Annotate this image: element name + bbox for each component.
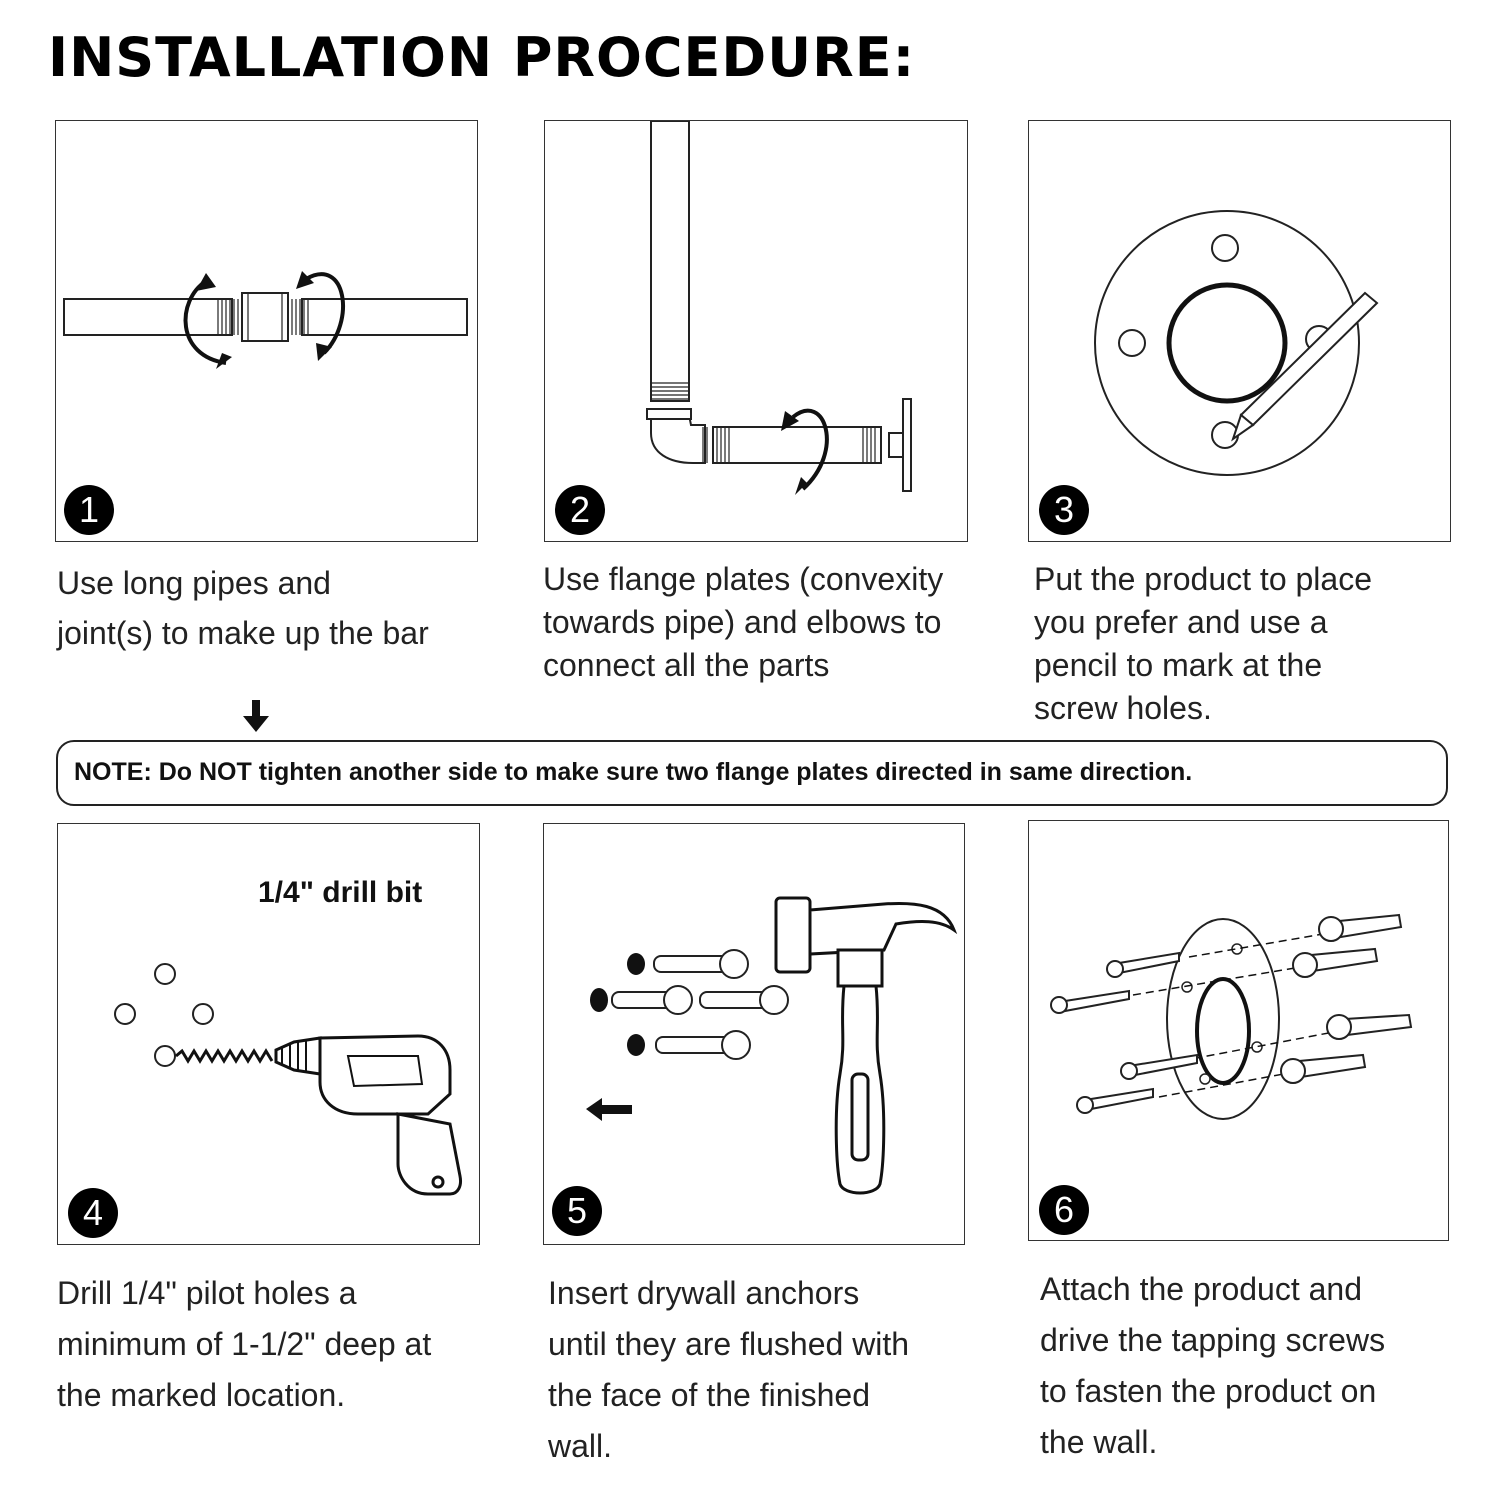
flange-pencil-icon: [1094, 210, 1379, 476]
step-1-panel: 1: [55, 120, 478, 542]
step-3-panel: 3: [1028, 120, 1451, 542]
page-title: INSTALLATION PROCEDURE:: [48, 26, 916, 89]
step-3-caption: Put the product to place you prefer and …: [1034, 561, 1372, 726]
step-3-number-badge: 3: [1039, 485, 1089, 535]
step-6-panel: 6: [1028, 820, 1449, 1241]
drill-icon: [114, 963, 462, 1196]
drill-bit-label: 1/4" drill bit: [258, 876, 423, 909]
step-4-caption: Drill 1/4" pilot holes a minimum of 1-1/…: [57, 1275, 432, 1413]
note-box: NOTE: Do NOT tighten another side to mak…: [56, 740, 1448, 806]
step-6-number-badge: 6: [1039, 1185, 1089, 1235]
step-2-number-badge: 2: [555, 485, 605, 535]
step-5-number-badge: 5: [552, 1186, 602, 1236]
step-4-panel: 1/4" drill bit 4: [57, 823, 480, 1245]
elbow-flange-icon: [646, 121, 912, 495]
step-4-number-badge: 4: [68, 1188, 118, 1238]
step-2-caption: Use flange plates (convexity towards pip…: [543, 561, 944, 683]
pipes-joint-icon: [63, 271, 468, 369]
step-6-caption: Attach the product and drive the tapping…: [1040, 1271, 1386, 1460]
arrow-down-icon: [243, 700, 269, 732]
screws-flange-icon: [1050, 913, 1413, 1120]
note-text: NOTE: Do NOT tighten another side to mak…: [74, 758, 1193, 786]
step-5-caption: Insert drywall anchors until they are fl…: [548, 1275, 910, 1464]
hammer-anchors-icon: [586, 896, 958, 1195]
step-1-caption: Use long pipes and joint(s) to make up t…: [57, 565, 429, 651]
step-1-number-badge: 1: [64, 485, 114, 535]
step-5-panel: 5: [543, 823, 965, 1245]
step-2-panel: 2: [544, 120, 968, 542]
